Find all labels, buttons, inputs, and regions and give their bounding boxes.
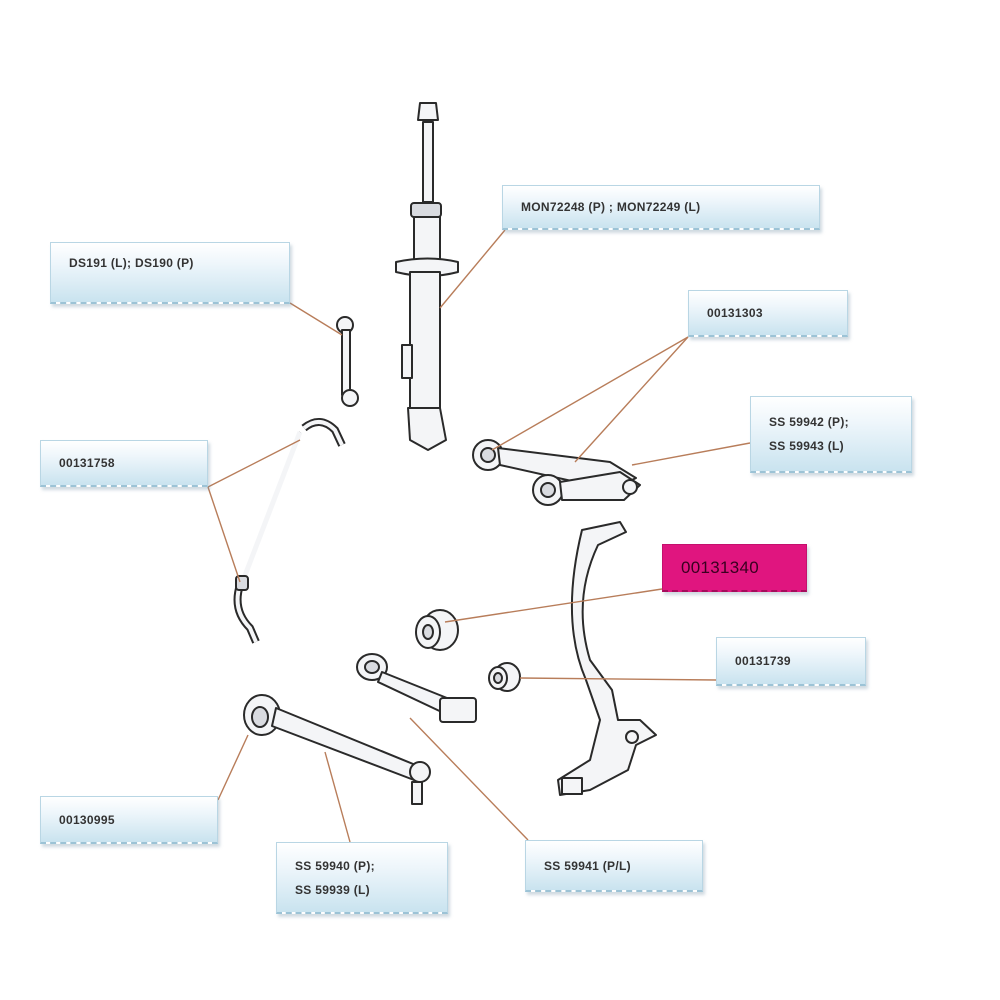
label-shock-absorber: MON72248 (P) ; MON72249 (L) <box>502 185 820 230</box>
label-small-bushing: 00131739 <box>716 637 866 686</box>
label-lower-arm-line2: SS 59939 (L) <box>295 882 370 897</box>
label-upper-arm-line2: SS 59943 (L) <box>769 439 844 453</box>
stabilizer-link <box>336 316 359 407</box>
label-lower-arm: SS 59940 (P); SS 59939 (L) <box>276 842 448 914</box>
label-upper-arm-line1: SS 59942 (P); <box>769 415 849 429</box>
label-upper-bushing: 00131303 <box>688 290 848 337</box>
lower-control-arm <box>243 694 431 805</box>
steering-knuckle <box>557 521 657 796</box>
label-shock-absorber-text: MON72248 (P) ; MON72249 (L) <box>521 200 701 214</box>
label-strut-rod: SS 59941 (P/L) <box>525 840 703 892</box>
shock-absorber <box>395 102 459 451</box>
label-upper-arm: SS 59942 (P); SS 59943 (L) <box>750 396 912 473</box>
label-upper-bushing-text: 00131303 <box>707 306 763 320</box>
label-lower-bushing: 00130995 <box>40 796 218 844</box>
label-stabilizer-bar-text: 00131758 <box>59 456 115 470</box>
knuckle-bushing <box>415 609 459 651</box>
stabilizer-bar <box>233 418 346 644</box>
label-lower-arm-line1: SS 59940 (P); <box>295 858 375 873</box>
label-knuckle-bushing-text: 00131340 <box>681 557 760 577</box>
label-stabilizer-link-text: DS191 (L); DS190 (P) <box>69 255 194 270</box>
upper-control-arms <box>472 439 641 506</box>
small-bushing <box>488 662 521 692</box>
label-small-bushing-text: 00131739 <box>735 654 791 668</box>
label-stabilizer-link: DS191 (L); DS190 (P) <box>50 242 290 304</box>
strut-rod <box>356 653 477 723</box>
label-knuckle-bushing: 00131340 <box>662 544 807 592</box>
label-stabilizer-bar: 00131758 <box>40 440 208 487</box>
leader-lines <box>207 229 751 843</box>
label-lower-bushing-text: 00130995 <box>59 812 115 827</box>
label-strut-rod-text: SS 59941 (P/L) <box>544 858 631 873</box>
